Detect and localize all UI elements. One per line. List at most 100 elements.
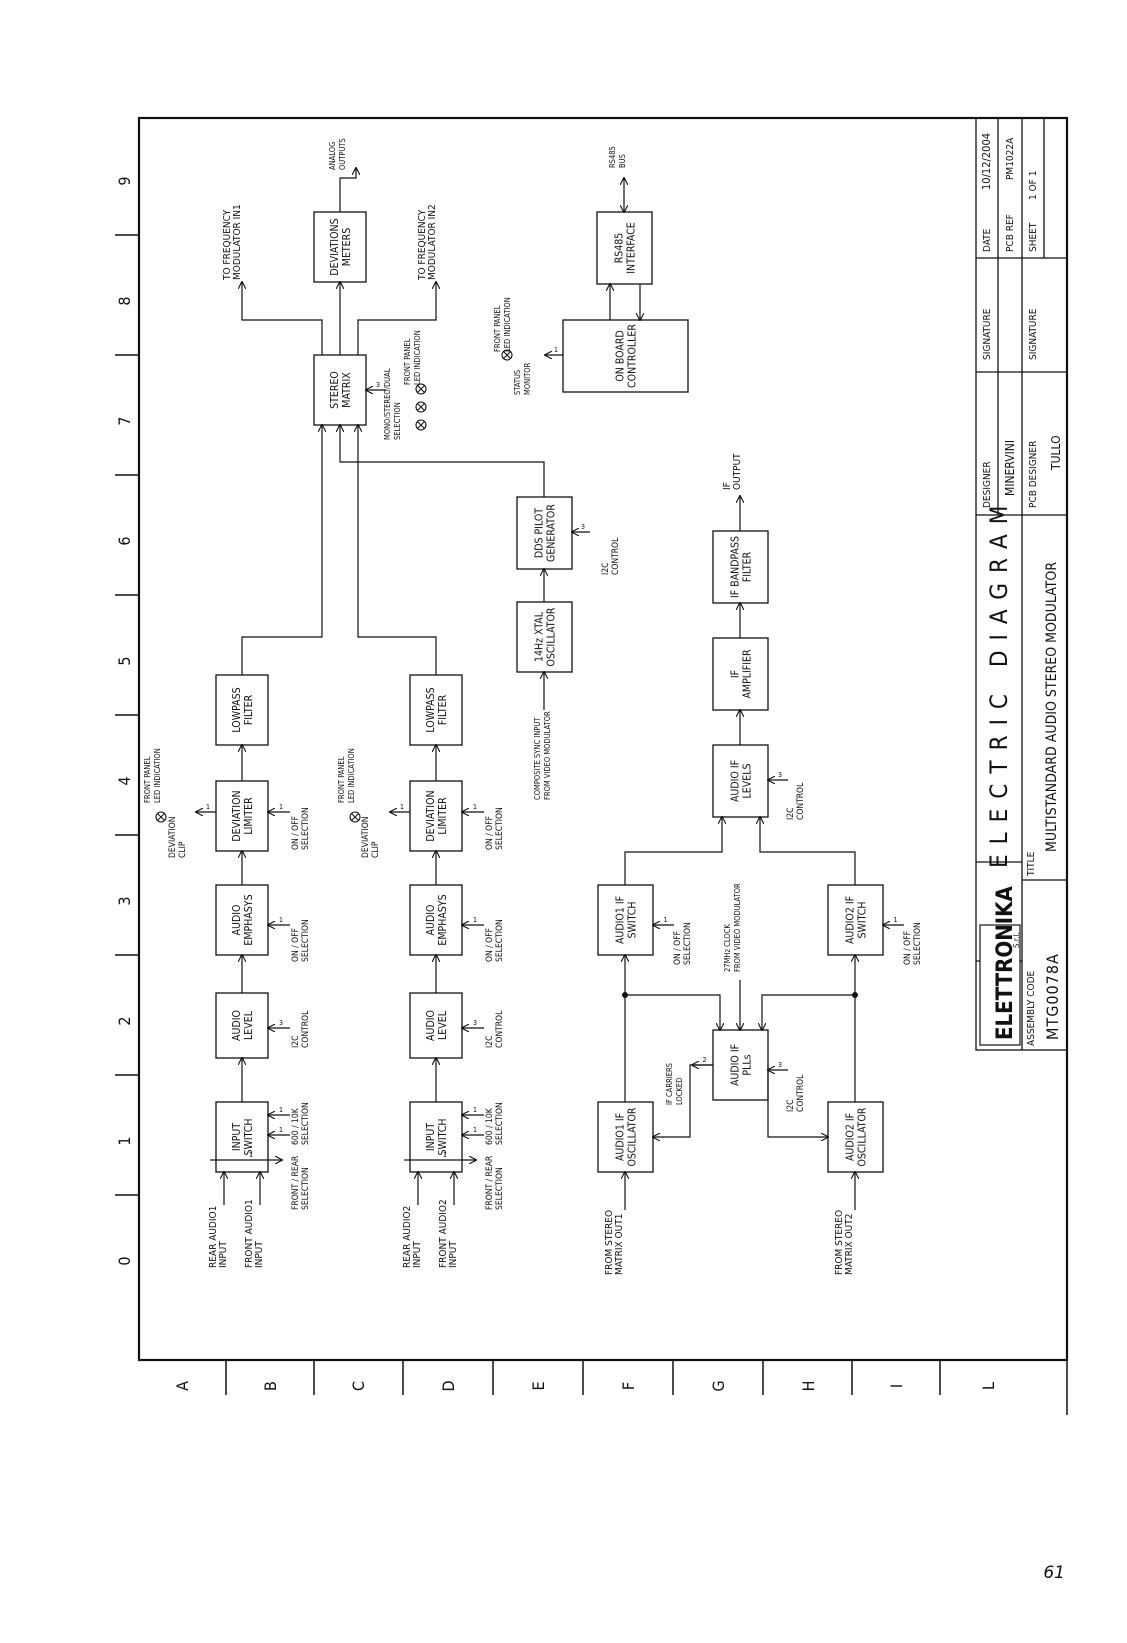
signature-label-2: SIGNATURE (1028, 308, 1039, 360)
block-label: ON BOARD (615, 330, 627, 381)
label-line: I2C (786, 1100, 796, 1112)
label-line: OUTPUTS (338, 138, 347, 170)
row-label: C (349, 1381, 368, 1391)
label-line: ON / OFF (485, 816, 495, 850)
block-label: OSCILLATOR (627, 1107, 639, 1166)
label-line: FRONT AUDIO2 (438, 1199, 449, 1268)
column-label: 5 (115, 656, 134, 665)
signal-wire (358, 425, 437, 675)
label-line: TO FREQUENCY (417, 209, 428, 281)
block-label: AUDIO (231, 905, 243, 936)
label-line: SELECTION (495, 919, 505, 962)
label-line: DEVIATION (168, 817, 178, 858)
label-line: 600 / 10K (485, 1107, 495, 1145)
bus-width: 1 (473, 1106, 477, 1114)
bus-width: 1 (249, 1151, 253, 1159)
label-line: ON / OFF (485, 928, 495, 962)
pcb-designer-label: PCB DESIGNER (1028, 441, 1039, 508)
row-label: D (439, 1380, 458, 1391)
column-label: 7 (115, 416, 134, 425)
label-line: MODULATOR IN1 (232, 204, 243, 280)
label-line: CLIP (371, 841, 381, 858)
bus-width: 1 (473, 1126, 477, 1134)
designer-label: DESIGNER (982, 461, 993, 508)
block-label: DEVIATION (425, 790, 437, 841)
bus-width: 1 (554, 346, 558, 354)
label-line: INPUT (448, 1241, 459, 1268)
label-line: FROM STEREO (604, 1210, 615, 1275)
block-label: FILTER (742, 551, 754, 582)
block-label: SWITCH (243, 1119, 255, 1156)
block-label: LIMITER (243, 797, 255, 835)
block-label: LOWPASS (231, 687, 243, 732)
label-line: SELECTION (683, 922, 693, 965)
label-line: BUS (618, 154, 627, 168)
block-label: PLLs (742, 1054, 754, 1075)
label-line: ANALOG (328, 142, 337, 170)
border-ticks (115, 234, 941, 1395)
block-label: AUDIO1 IF (615, 896, 627, 944)
assembly-code-label: ASSEMBLY CODE (1026, 970, 1037, 1046)
block-label: RS485 (614, 233, 626, 264)
block-label: AUDIO2 IF (845, 896, 857, 944)
block-label: IF BANDPASS (730, 536, 742, 598)
page-number: 61 (1043, 1563, 1065, 1583)
pcb-ref-value: PM1022A (1005, 137, 1016, 180)
row-label: F (619, 1382, 638, 1390)
column-label: 3 (115, 896, 134, 905)
label-line: FROM STEREO (834, 1210, 845, 1275)
label-line: LED INDICATION (347, 748, 356, 803)
signal-wire (625, 994, 720, 1030)
block-label: SWITCH (437, 1119, 449, 1156)
column-label: 2 (115, 1016, 134, 1025)
elettronika-logo: ELETTRONIKA S.r.l. (979, 886, 1021, 1046)
block-label: AMPLIFIER (742, 649, 754, 699)
label-line: SELECTION (913, 922, 923, 965)
label-line: FROM VIDEO MODULATOR (733, 883, 742, 972)
bus-width: 1 (206, 803, 210, 811)
bus-width: 2 (703, 1056, 707, 1064)
label-line: STATUS (513, 370, 522, 395)
led-indicator-icon (501, 349, 513, 361)
label-line: RS485 (608, 146, 617, 168)
label-line: CONTROL (611, 537, 621, 575)
designer-value: MINERVINI (1003, 440, 1017, 496)
label-line: I2C (786, 808, 796, 820)
signal-wire (760, 817, 856, 885)
row-label: B (261, 1381, 280, 1391)
block-label: STEREO (329, 371, 341, 409)
block-label: INPUT (231, 1123, 243, 1151)
label-line: LED INDICATION (503, 297, 512, 352)
label-line: CONTROL (495, 1010, 505, 1048)
bus-width: 1 (279, 916, 283, 924)
signal-wire (767, 1065, 828, 1137)
assembly-code-value: MTG0078A (1043, 953, 1062, 1040)
